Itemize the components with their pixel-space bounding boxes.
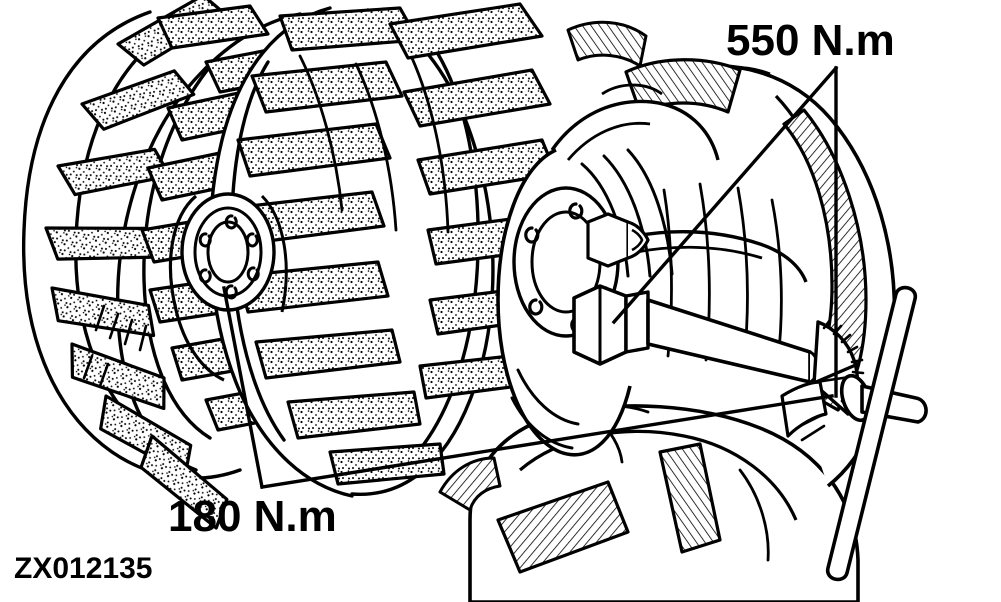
figure-id-label: ZX012135 <box>14 552 153 585</box>
leader-550 <box>611 65 839 398</box>
outer-tire-side-ribs <box>82 304 148 388</box>
leader-180-baseline <box>260 394 834 489</box>
housing-section-hatch-left <box>496 480 630 574</box>
housing-section-hatch-right <box>658 442 722 554</box>
left-wheel-hub <box>168 192 288 382</box>
wrench-lower-fan <box>780 380 828 438</box>
inner-tire-lugs <box>230 6 446 486</box>
inner-tire-ribs <box>298 54 450 234</box>
torque-label-180: 180 N.m <box>168 492 337 541</box>
wrench-t-bar <box>826 285 917 582</box>
leader-550-diagonal <box>611 65 839 325</box>
torque-label-550: 550 N.m <box>726 16 895 65</box>
hex-axle-nut <box>572 284 650 366</box>
axle-washer-stack <box>586 212 650 268</box>
leader-180 <box>222 286 834 489</box>
left-hub-bolt-holes <box>198 214 260 300</box>
leader-180-upright <box>222 286 264 489</box>
